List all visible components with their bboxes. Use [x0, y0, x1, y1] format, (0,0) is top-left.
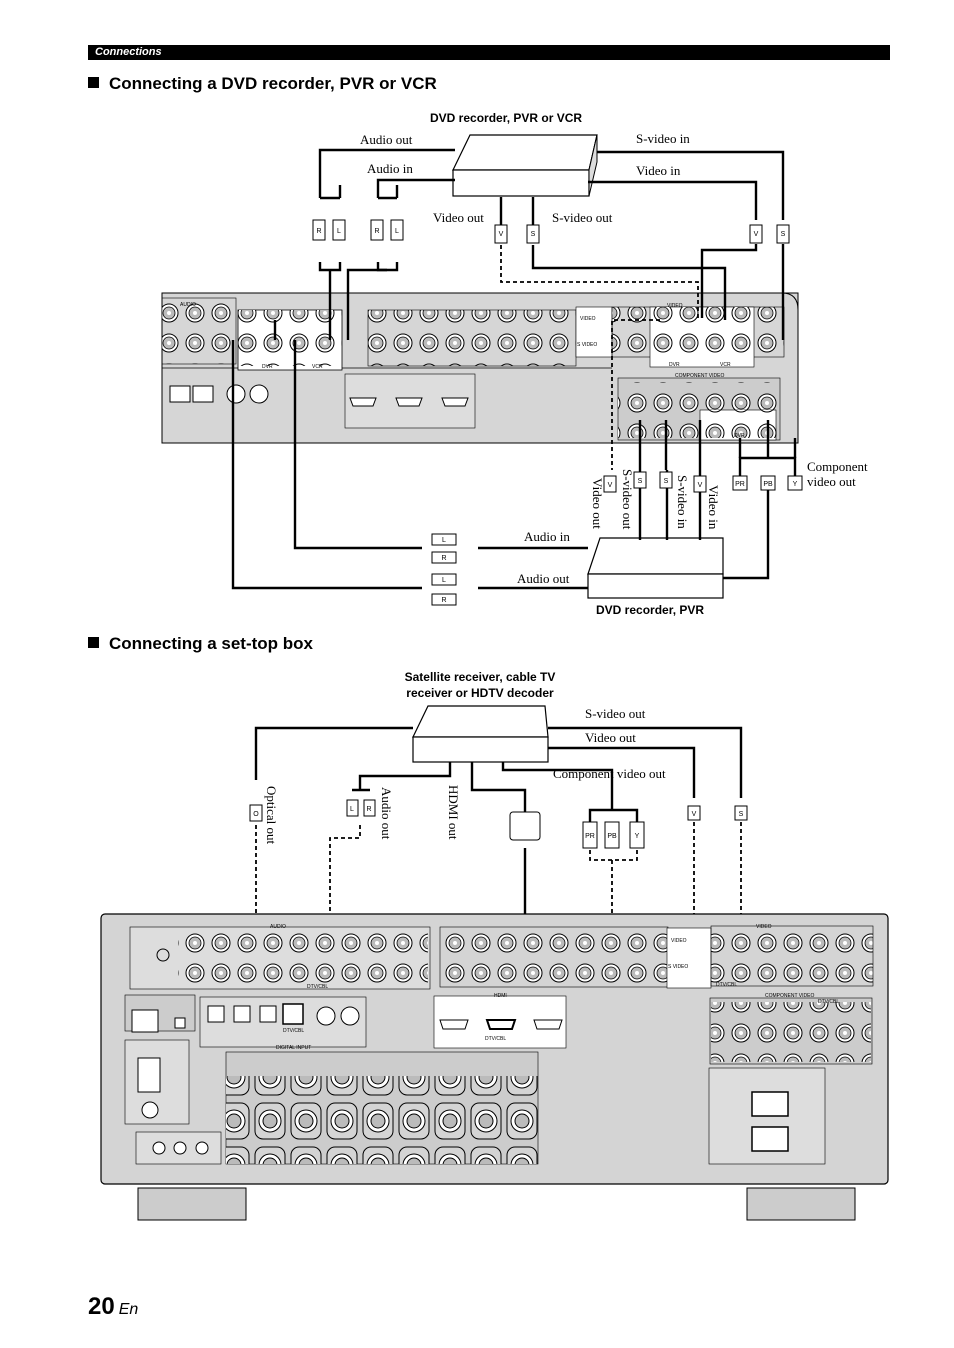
svg-text:O: O: [253, 811, 259, 818]
svg-text:L: L: [442, 537, 446, 544]
svg-text:S: S: [664, 478, 669, 485]
svg-text:COMPONENT VIDEO: COMPONENT VIDEO: [675, 373, 724, 379]
svg-text:VCR: VCR: [720, 362, 731, 368]
bottom-device-label: DVD recorder, PVR: [596, 603, 705, 617]
svg-text:DTV/CBL: DTV/CBL: [307, 984, 328, 990]
svg-text:VCR: VCR: [312, 364, 323, 370]
label-audio-in-bottom: Audio in: [524, 529, 570, 544]
label-optical-out-vertical: Optical out: [264, 786, 279, 845]
svg-text:DVR: DVR: [669, 362, 680, 368]
section-header: Connections: [95, 46, 162, 58]
svg-text:R: R: [316, 228, 321, 235]
label-component-video-out: Component video out: [807, 459, 868, 489]
svg-text:S: S: [638, 478, 643, 485]
svg-text:DTV/CBL: DTV/CBL: [485, 1036, 506, 1042]
set-top-box-device: [412, 705, 549, 763]
top-device-label: DVD recorder, PVR or VCR: [430, 111, 583, 125]
svg-text:R: R: [441, 555, 446, 562]
svg-text:V: V: [499, 231, 504, 238]
svg-text:L: L: [350, 806, 354, 813]
svg-text:AUDIO: AUDIO: [270, 924, 286, 930]
title-text: Connecting a DVD recorder, PVR or VCR: [109, 74, 437, 93]
svg-text:DTV/CBL: DTV/CBL: [716, 982, 737, 988]
rca-plugs-top: [312, 219, 790, 244]
svg-text:DIGITAL INPUT: DIGITAL INPUT: [276, 1045, 311, 1051]
label-svideo-out-vertical: S-video out: [620, 469, 635, 530]
label-svideo-in-top: S-video in: [636, 131, 690, 146]
dvd-recorder-pvr-vcr-device: [452, 134, 598, 197]
svg-text:VIDEO: VIDEO: [756, 924, 772, 930]
svg-text:PB: PB: [607, 833, 617, 840]
svg-text:V: V: [692, 811, 697, 818]
svg-text:L: L: [337, 228, 341, 235]
label-svideo-out-top: S-video out: [552, 210, 613, 225]
page-number-value: 20: [88, 1293, 115, 1320]
svg-text:HDMI: HDMI: [494, 993, 507, 999]
section-title-dvd: Connecting a DVD recorder, PVR or VCR: [88, 73, 437, 95]
svg-text:V: V: [608, 482, 613, 489]
label-video-out-vertical: Video out: [590, 478, 605, 529]
label-audio-out-vertical: Audio out: [379, 787, 394, 840]
svg-text:S: S: [781, 231, 786, 238]
label-hdmi-out-vertical: HDMI out: [446, 785, 461, 840]
section-title-settop: Connecting a set-top box: [88, 633, 313, 655]
svg-text:VIDEO: VIDEO: [667, 303, 683, 309]
svg-text:Y: Y: [793, 481, 798, 488]
svg-text:DVR: DVR: [262, 364, 273, 370]
svg-text:R: R: [441, 597, 446, 604]
svg-text:S VIDEO: S VIDEO: [577, 342, 597, 348]
label-video-in-top: Video in: [636, 163, 681, 178]
svg-text:PR: PR: [735, 481, 745, 488]
top-device-cables: [318, 148, 785, 340]
label-video-out-top: Video out: [433, 210, 484, 225]
label-component-video-out-stb: Component video out: [553, 766, 666, 781]
label-video-in-vertical: Video in: [706, 485, 721, 530]
svg-text:PB: PB: [763, 481, 773, 488]
bullet-square-icon: [88, 77, 99, 88]
top-dashed-cables: [500, 245, 699, 470]
svg-text:S VIDEO: S VIDEO: [668, 964, 688, 970]
title-text: Connecting a set-top box: [109, 634, 313, 653]
receiver-rear-panel-top: AUDIO DVR VCR VIDEO S VIDEO VIDEO DVR VC…: [161, 292, 799, 444]
svg-text:R: R: [366, 806, 371, 813]
bullet-square-icon: [88, 637, 99, 648]
svg-text:COMPONENT VIDEO: COMPONENT VIDEO: [765, 993, 814, 999]
page-language: En: [118, 1301, 139, 1318]
receiver-rear-panel-bottom: AUDIO DTV/CBL DIGITAL INPUT DTV/CBL HDMI…: [100, 913, 889, 1221]
label-video-out: Video out: [585, 730, 636, 745]
svg-text:PR: PR: [585, 833, 595, 840]
svg-text:S: S: [531, 231, 536, 238]
panel-label-audio: AUDIO: [180, 302, 196, 308]
svg-text:Y: Y: [635, 833, 640, 840]
svg-text:L: L: [395, 228, 399, 235]
settop-device-label-line2: receiver or HDTV decoder: [406, 686, 554, 700]
svg-text:VIDEO: VIDEO: [580, 316, 596, 322]
label-svideo-out: S-video out: [585, 706, 646, 721]
label-audio-in-top: Audio in: [367, 161, 413, 176]
svg-text:V: V: [698, 482, 703, 489]
svg-text:DTV/CBL: DTV/CBL: [818, 999, 839, 1005]
settop-device-label-line1: Satellite receiver, cable TV: [404, 670, 556, 684]
svg-text:DTV/CBL: DTV/CBL: [283, 1028, 304, 1034]
svg-text:VIDEO: VIDEO: [671, 938, 687, 944]
svg-text:R: R: [374, 228, 379, 235]
section-header-bar: Connections: [88, 45, 890, 60]
dvd-recorder-pvr-device: [587, 537, 724, 599]
svg-text:V: V: [754, 231, 759, 238]
label-svideo-in-vertical: S-video in: [675, 475, 690, 529]
label-audio-out-top: Audio out: [360, 132, 413, 147]
label-audio-out-bottom: Audio out: [517, 571, 570, 586]
svg-text:DVR: DVR: [734, 433, 745, 439]
svg-text:L: L: [442, 577, 446, 584]
svg-text:S: S: [739, 811, 744, 818]
